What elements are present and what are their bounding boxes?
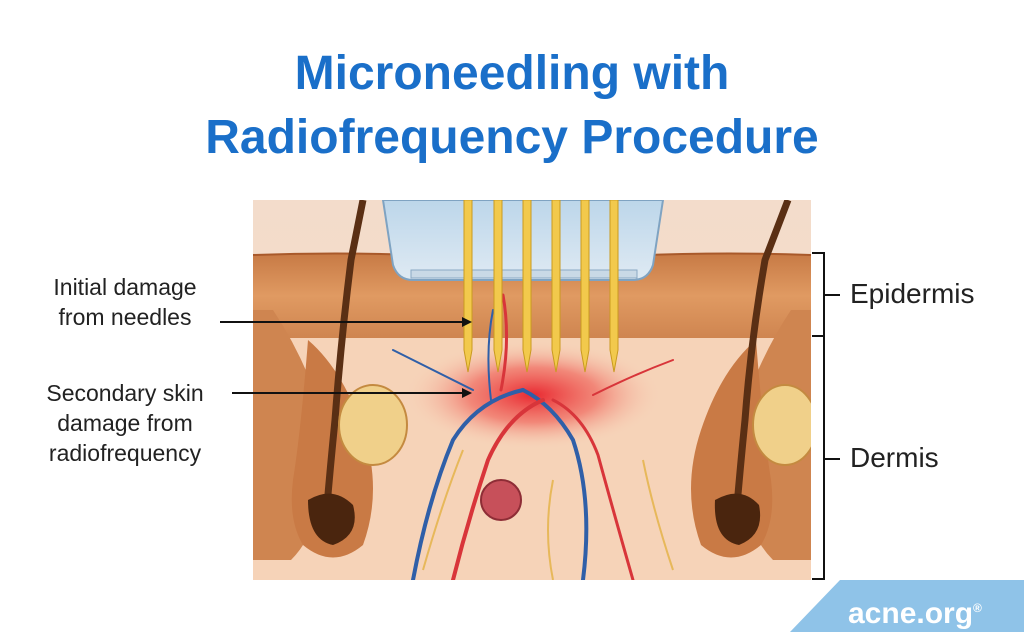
needles bbox=[463, 200, 619, 373]
sweat-gland bbox=[480, 479, 522, 521]
left-hair-bulb bbox=[308, 493, 355, 545]
right-sebaceous-gland bbox=[752, 384, 811, 466]
brand-logo: acne.org® bbox=[848, 590, 982, 632]
needle bbox=[580, 200, 590, 373]
secondary-damage-label-line-3: radiofrequency bbox=[48, 440, 202, 466]
needle bbox=[609, 200, 619, 373]
initial-damage-label-line-1: Initial damage bbox=[53, 274, 197, 300]
brand-logo-text: acne.org bbox=[848, 597, 974, 630]
registered-mark: ® bbox=[973, 601, 982, 615]
skin-cross-section-illustration bbox=[253, 200, 811, 580]
needle bbox=[493, 200, 503, 373]
epidermis-label: Epidermis bbox=[850, 278, 975, 309]
secondary-damage-label: Secondary skin damage from radiofrequenc… bbox=[15, 378, 235, 468]
epidermis-layer bbox=[253, 253, 811, 338]
right-hair-bulb bbox=[714, 493, 761, 545]
dermis-label: Dermis bbox=[850, 442, 939, 473]
title-line-1: Microneedling with bbox=[294, 47, 730, 100]
blood-vessels bbox=[392, 293, 674, 580]
initial-damage-label: Initial damage from needles bbox=[15, 272, 235, 332]
secondary-damage-label-line-2: damage from bbox=[57, 410, 193, 436]
secondary-damage-label-line-1: Secondary skin bbox=[46, 380, 204, 406]
needle bbox=[551, 200, 561, 373]
left-sebaceous-gland bbox=[338, 384, 408, 466]
needle bbox=[522, 200, 532, 373]
nerves bbox=[422, 449, 674, 580]
initial-damage-label-line-2: from needles bbox=[58, 304, 192, 330]
title-line-2: Radiofrequency Procedure bbox=[205, 111, 819, 164]
